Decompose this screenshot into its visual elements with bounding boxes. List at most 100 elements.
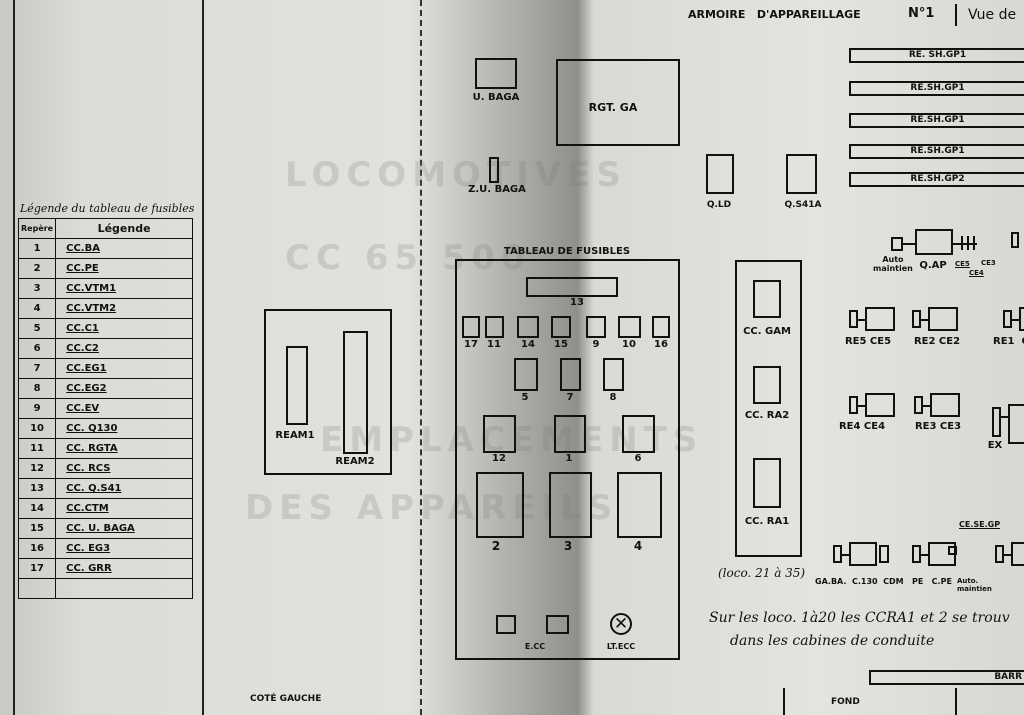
- repere-cell: 3: [17, 278, 57, 299]
- repere-cell: 10: [17, 418, 57, 439]
- legende-cell: [55, 578, 193, 599]
- ghost-text: EMPLACEMENTS: [320, 420, 704, 460]
- fuse-number: 12: [492, 453, 506, 464]
- repere-cell: 9: [17, 398, 57, 419]
- fuse-number: 16: [654, 339, 668, 350]
- contact-tick: [973, 236, 975, 250]
- note-line-1: Sur les loco. 1à20 les CCRA1 et 2 se tro…: [709, 610, 1010, 626]
- drawing-title: ARMOIRE D'APPAREILLAGE: [688, 8, 861, 21]
- repere-cell: 17: [17, 558, 57, 579]
- ce4-label: CE4: [969, 269, 984, 277]
- repere-cell: [17, 578, 57, 599]
- auto-maintien-label: Auto maintien: [873, 255, 913, 273]
- contact-tick: [961, 236, 963, 250]
- ream2-box: [343, 331, 368, 454]
- legende-cell: CC.EG1: [55, 358, 193, 379]
- repere-cell: 13: [17, 478, 57, 499]
- fuse-number: 13: [570, 297, 584, 308]
- connector-line: [858, 319, 865, 321]
- fuse-slot: [517, 316, 539, 338]
- note-line-2: dans les cabines de conduite: [730, 633, 935, 649]
- fuse-slot: [652, 316, 670, 338]
- relay-label: RE5 CE5: [844, 336, 892, 347]
- fuse-number: 3: [563, 539, 573, 553]
- ghost-text: DES APPAREILS: [245, 488, 619, 528]
- fuse-number: 14: [521, 339, 535, 350]
- connector-line: [1001, 416, 1008, 418]
- ecc-box: [546, 615, 569, 634]
- zu-baga-label: Z.U. BAGA: [468, 184, 526, 195]
- lt-ecc-label: LT.ECC: [606, 642, 636, 651]
- cc-ra2-label: CC. RA2: [744, 410, 790, 421]
- ce5-label: CE5: [955, 260, 970, 268]
- cc-column: [735, 260, 802, 557]
- repere-cell: 16: [17, 538, 57, 559]
- legende-cell: CC.VTM1: [55, 278, 193, 299]
- connector-line: [903, 243, 917, 245]
- relay-coil: [948, 546, 957, 555]
- legende-cell: CC.C2: [55, 338, 193, 359]
- connector-line: [1004, 554, 1011, 556]
- relay-label: RE2 CE2: [913, 336, 961, 347]
- repere-cell: 1: [17, 238, 57, 259]
- relay-coil: [849, 310, 858, 328]
- fuse-slot: [526, 277, 618, 297]
- ecc-box: [496, 615, 516, 634]
- connector-line: [923, 405, 930, 407]
- legende-cell: CC. EG3: [55, 538, 193, 559]
- cabinet-number: N°1: [908, 6, 935, 21]
- fuse-number: 9: [592, 339, 600, 350]
- fuse-number: 7: [566, 392, 574, 403]
- fuse-slot: [514, 358, 538, 391]
- relay-label: RE3 CE3: [914, 421, 962, 432]
- shunt-bar: RE.SH.GP1: [849, 144, 1024, 159]
- footer-center-label: FOND: [831, 697, 860, 707]
- border-line: [13, 0, 15, 715]
- legende-cell: CC.C1: [55, 318, 193, 339]
- ghost-text: CC 65 500: [285, 238, 531, 278]
- loco-range-note: (loco. 21 à 35): [718, 566, 806, 580]
- bottom-relays-label: GA.BA. C.130 CDM PE C.PE: [815, 577, 952, 586]
- header-legende: Légende: [55, 218, 193, 239]
- legende-cell: CC.CTM: [55, 498, 193, 519]
- relay-coil: [833, 545, 842, 563]
- ream2-label: REAM2: [335, 456, 375, 467]
- auto-maintien-label: Auto. maintien: [957, 577, 992, 593]
- relay-contactor: [865, 307, 895, 331]
- relay-contactor: [930, 393, 960, 417]
- footer-separator: [783, 688, 785, 715]
- u-baga-label: U. BAGA: [472, 92, 520, 103]
- relay-label: RE4 CE4: [838, 421, 886, 432]
- fuse-slot: [603, 358, 624, 391]
- fuse-slot: [617, 472, 662, 538]
- fuse-number: 15: [554, 339, 568, 350]
- repere-cell: 6: [17, 338, 57, 359]
- barrette-bar: BARR: [869, 670, 1024, 685]
- footer-left-label: COTÉ GAUCHE: [250, 694, 322, 704]
- legende-cell: CC.VTM2: [55, 298, 193, 319]
- relay-coil: [1003, 310, 1012, 328]
- fuse-number: 17: [464, 339, 478, 350]
- rgt-ga-label: RGT. GA: [588, 101, 638, 114]
- fuse-slot: [462, 316, 480, 338]
- indicator-lamp-icon: ✕: [610, 613, 632, 635]
- rgt-ga-box: [556, 59, 680, 146]
- fuse-number: 1: [565, 453, 573, 464]
- contact-tick: [967, 236, 969, 250]
- repere-cell: 12: [17, 458, 57, 479]
- legende-cell: CC.EG2: [55, 378, 193, 399]
- cc-ra1-label: CC. RA1: [744, 516, 790, 527]
- q-ap-box: [915, 229, 953, 255]
- relay-contactor: [928, 307, 958, 331]
- cc-gam-label: CC. GAM: [743, 326, 791, 337]
